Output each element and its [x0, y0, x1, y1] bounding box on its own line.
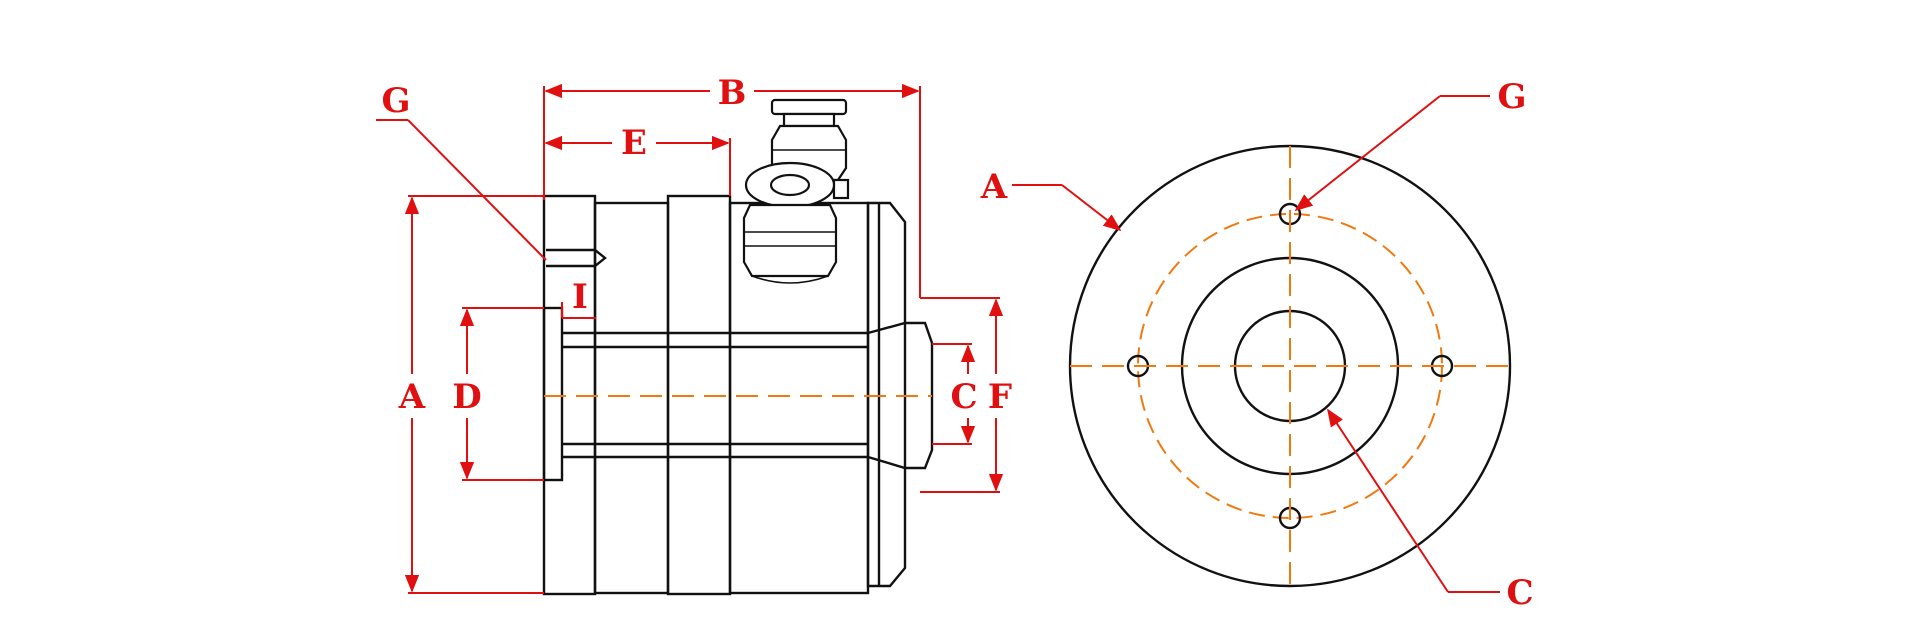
- leader-g-front: G: [1294, 77, 1527, 212]
- label-a-front: A: [980, 167, 1008, 207]
- dimension-d: D: [452, 307, 544, 481]
- label-b: B: [718, 73, 747, 113]
- side-view: B E A D I: [376, 73, 1012, 596]
- label-a-side: A: [398, 377, 426, 417]
- rear-port-bolt: [546, 248, 607, 268]
- dimension-i: I: [561, 277, 596, 319]
- dimension-b: B: [543, 73, 921, 298]
- dimension-c-side: C: [932, 343, 978, 445]
- cylinder-body: [593, 201, 670, 595]
- dimension-a-side: A: [398, 195, 544, 594]
- label-g-side: G: [381, 81, 410, 121]
- leader-g-side: G: [376, 81, 547, 261]
- leader-a-front: A: [980, 167, 1122, 232]
- plunger-flange: [542, 306, 564, 482]
- front-nose: [866, 201, 907, 588]
- label-e: E: [621, 123, 647, 163]
- leader-c-front: C: [1327, 408, 1534, 613]
- label-c-front: C: [1506, 573, 1533, 613]
- label-c-side: C: [950, 377, 977, 417]
- label-g-front: G: [1497, 77, 1526, 117]
- quick-coupler: [742, 98, 850, 284]
- dimension-f: F: [920, 297, 1012, 493]
- front-view: A G C: [980, 77, 1534, 613]
- label-f: F: [988, 377, 1012, 417]
- dimension-e: E: [544, 123, 731, 196]
- label-d: D: [452, 377, 481, 417]
- label-i: I: [572, 277, 588, 317]
